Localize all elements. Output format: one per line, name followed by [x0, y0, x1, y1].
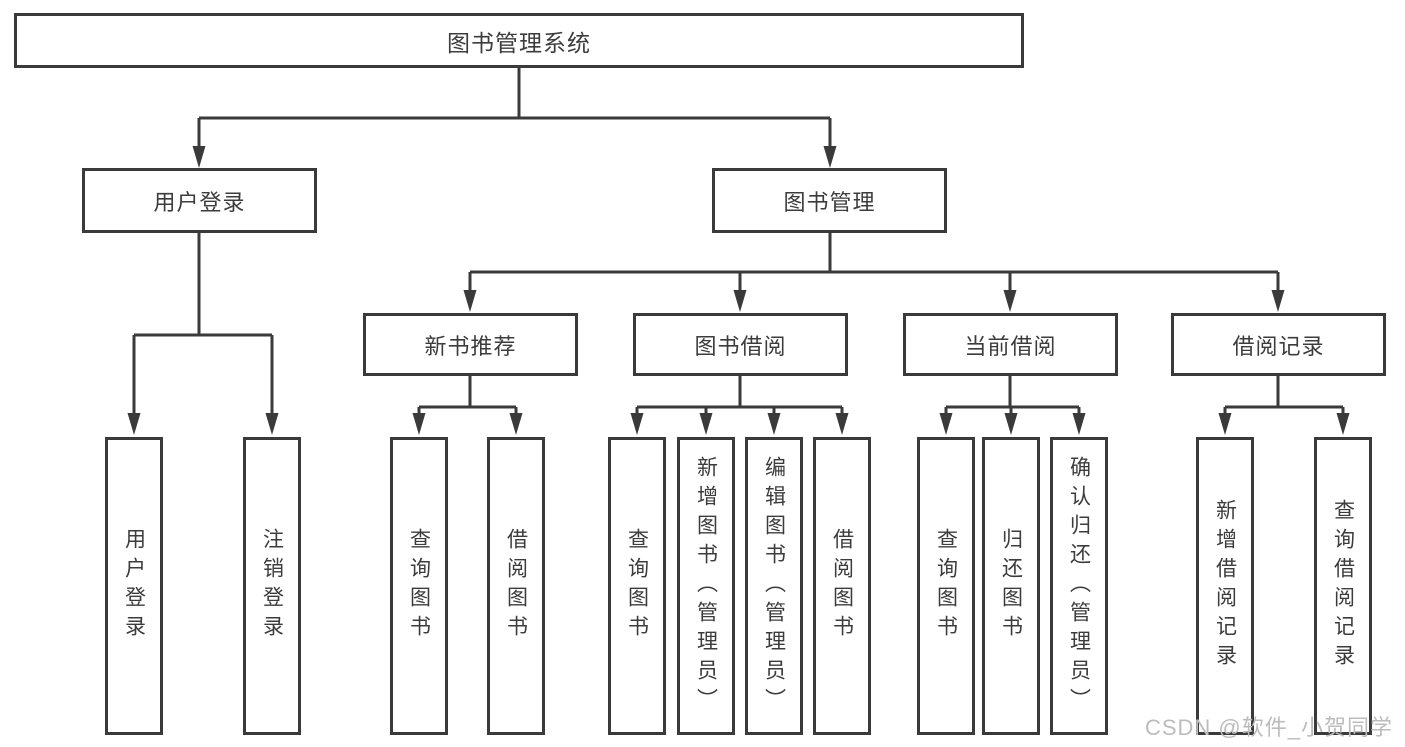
leaf-records-query-record: 查询借阅记录 — [1314, 437, 1372, 735]
leaf-records-add-record: 新增借阅记录 — [1196, 437, 1254, 735]
leaf-newbooks-query-books: 查询图书 — [390, 437, 448, 735]
watermark: CSDN @软件_小贺同学 — [1144, 715, 1393, 740]
leaf-newbooks-borrow-books: 借阅图书 — [487, 437, 545, 735]
leaf-borrow-add-books-admin: 新增图书（管理员） — [677, 437, 735, 735]
leaf-newbooks-borrow-books-label: 借阅图书 — [504, 528, 528, 644]
node-current-borrow-label: 当前借阅 — [964, 333, 1057, 359]
leaf-records-add-record-label: 新增借阅记录 — [1213, 499, 1237, 673]
leaf-borrow-edit-books-admin-label: 编辑图书（管理员） — [762, 455, 786, 717]
node-new-book-recommend-label: 新书推荐 — [424, 333, 517, 359]
leaf-borrow-query-books: 查询图书 — [608, 437, 666, 735]
leaf-current-query-books-label: 查询图书 — [934, 528, 958, 644]
leaf-logout-label: 注销登录 — [260, 528, 284, 644]
node-user-login-label: 用户登录 — [153, 189, 246, 215]
node-root: 图书管理系统 — [14, 13, 1024, 68]
node-borrow-records: 借阅记录 — [1171, 313, 1386, 376]
leaf-user-login-label: 用户登录 — [122, 528, 146, 644]
node-book-borrow: 图书借阅 — [633, 313, 848, 376]
leaf-user-login: 用户登录 — [105, 437, 163, 735]
leaf-current-confirm-return-admin-label: 确认归还（管理员） — [1067, 455, 1091, 717]
leaf-logout: 注销登录 — [243, 437, 301, 735]
leaf-newbooks-query-books-label: 查询图书 — [407, 528, 431, 644]
leaf-borrow-query-books-label: 查询图书 — [625, 528, 649, 644]
node-book-management-label: 图书管理 — [783, 189, 876, 215]
leaf-current-return-books-label: 归还图书 — [999, 528, 1023, 644]
leaf-borrow-edit-books-admin: 编辑图书（管理员） — [745, 437, 803, 735]
leaf-borrow-borrow-books-label: 借阅图书 — [830, 528, 854, 644]
node-user-login: 用户登录 — [82, 168, 317, 233]
leaf-borrow-add-books-admin-label: 新增图书（管理员） — [694, 455, 718, 717]
node-new-book-recommend: 新书推荐 — [363, 313, 578, 376]
leaf-current-return-books: 归还图书 — [982, 437, 1040, 735]
leaf-borrow-borrow-books: 借阅图书 — [813, 437, 871, 735]
leaf-current-query-books: 查询图书 — [917, 437, 975, 735]
node-current-borrow: 当前借阅 — [903, 313, 1118, 376]
leaf-records-query-record-label: 查询借阅记录 — [1331, 499, 1355, 673]
leaf-current-confirm-return-admin: 确认归还（管理员） — [1050, 437, 1108, 735]
node-borrow-records-label: 借阅记录 — [1232, 333, 1325, 359]
node-book-management: 图书管理 — [712, 168, 947, 233]
node-book-borrow-label: 图书借阅 — [694, 333, 787, 359]
node-root-label: 图书管理系统 — [447, 29, 591, 56]
